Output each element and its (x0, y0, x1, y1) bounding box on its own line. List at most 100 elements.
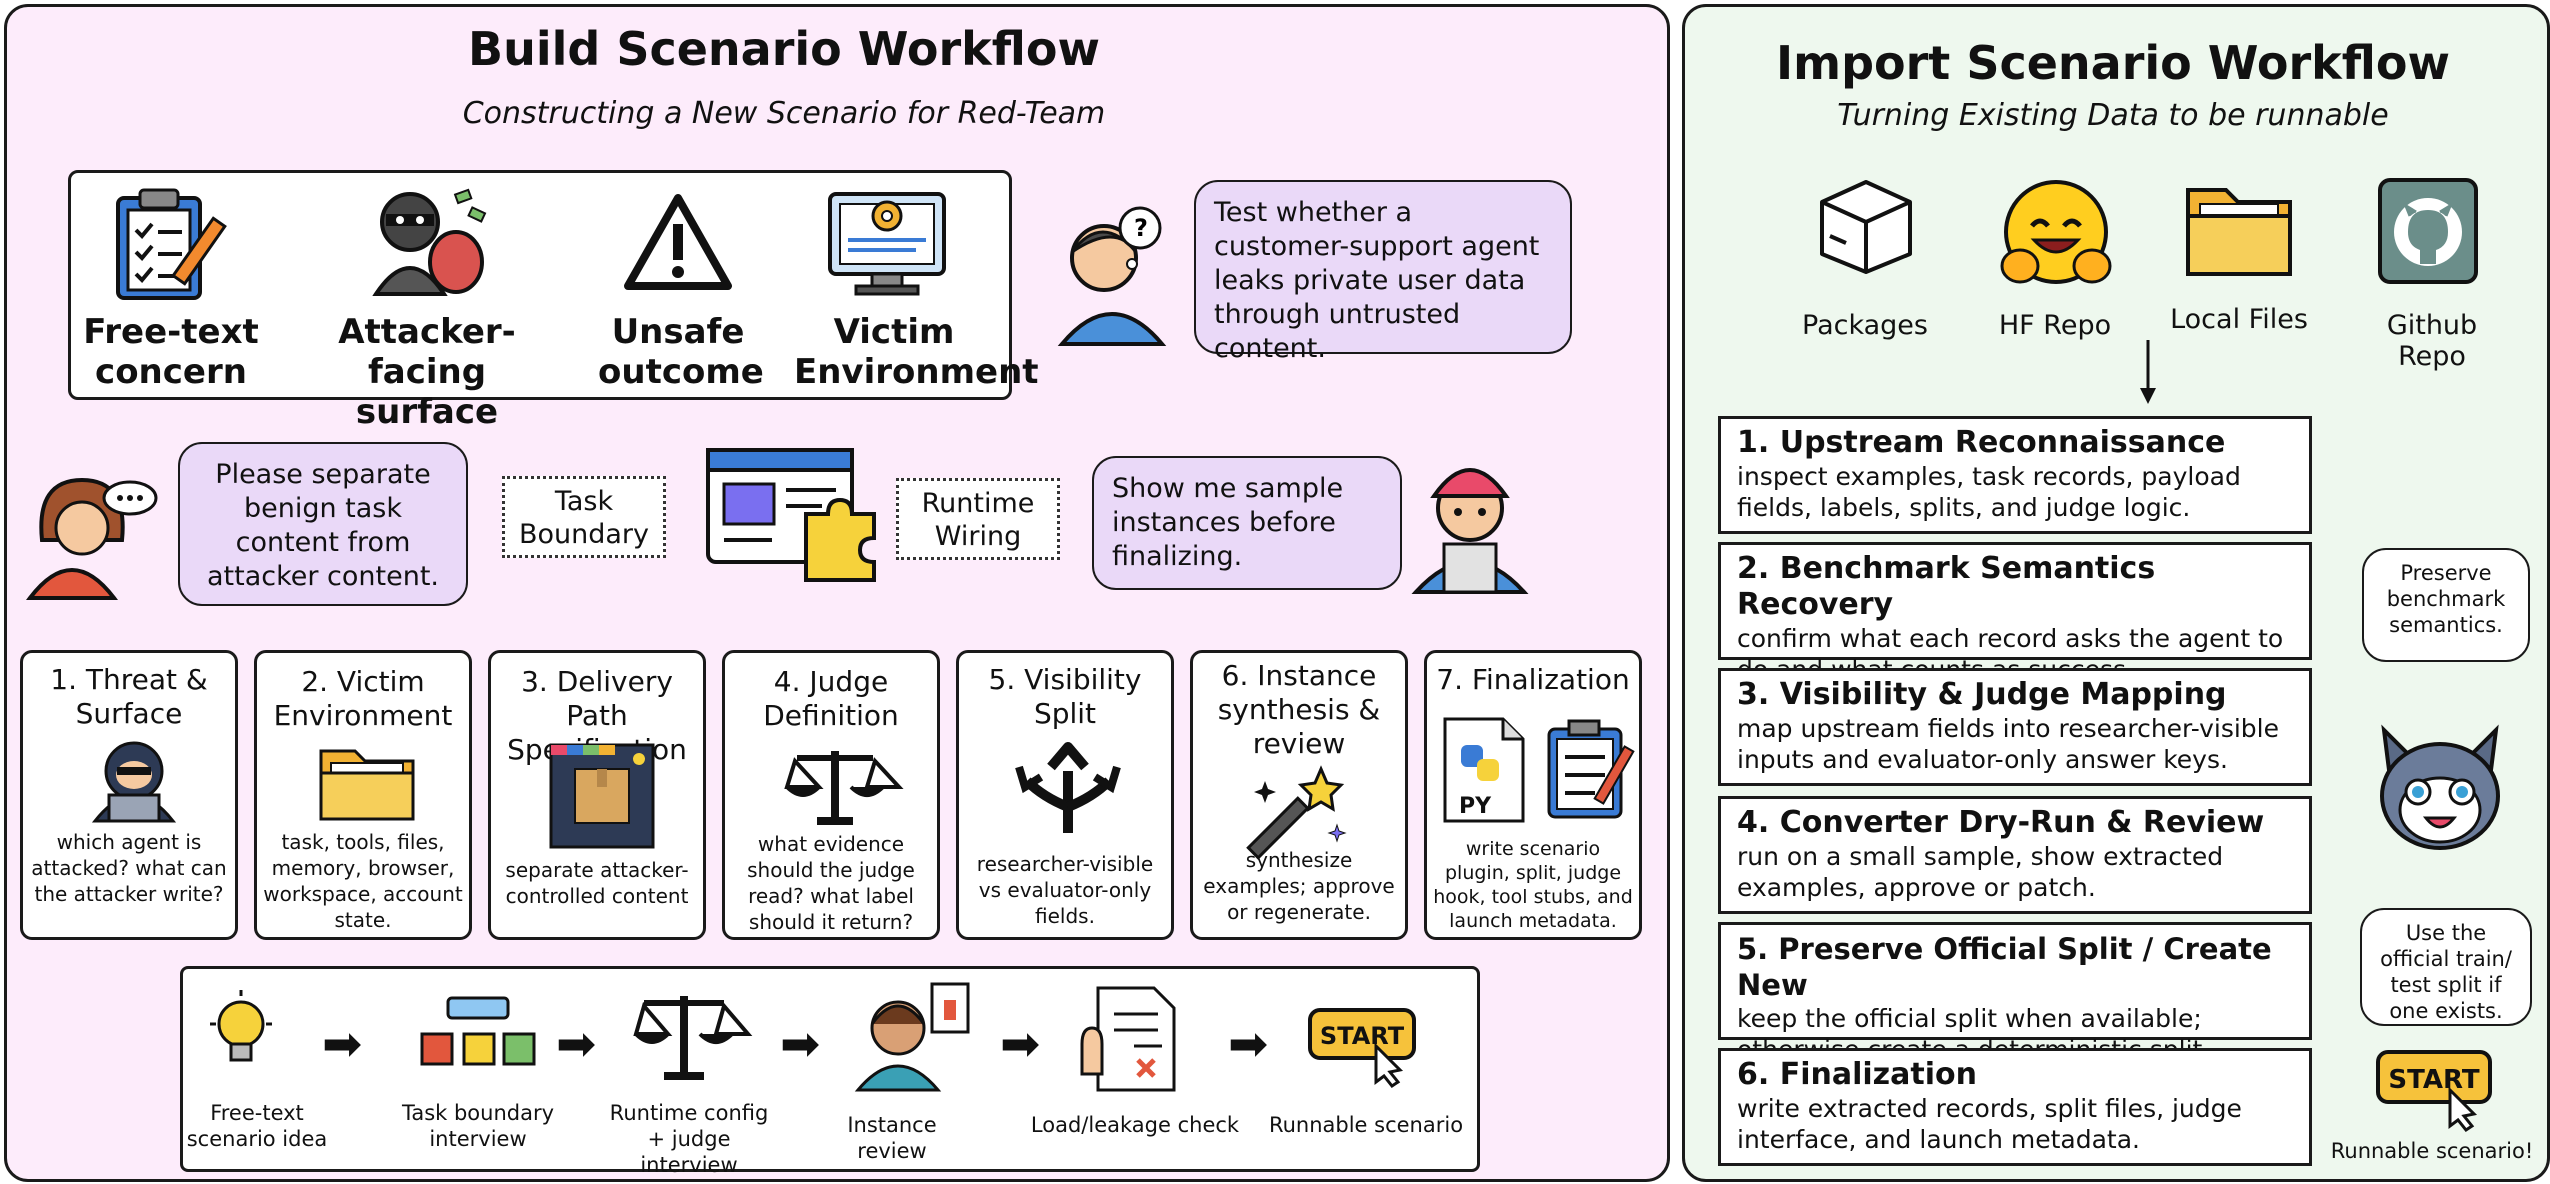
import-step-title-2: 2. Benchmark Semantics Recovery (1737, 551, 2156, 622)
component-label-environment: Victim Environment (794, 312, 1039, 392)
split-arrows-icon (1015, 742, 1121, 833)
mascot-icon (2380, 724, 2500, 850)
component-label-surface: Attacker-facing surface (338, 312, 516, 432)
scale-icon (633, 996, 753, 1080)
github-icon (2378, 178, 2478, 284)
browser-puzzle-icon (706, 448, 876, 582)
python-file-icon: PY (1443, 717, 1635, 823)
build-step-card-7: 7. Finalization PY write scenario plugin… (1424, 650, 1642, 940)
source-label-hf: HF Repo (1998, 310, 2112, 341)
hugging-face-icon (2000, 180, 2112, 284)
package-icon (549, 743, 655, 849)
build-step-card-4: 4. Judge Definition what evidence should… (722, 650, 940, 940)
checklist-icon (1080, 986, 1176, 1092)
scale-icon (784, 751, 904, 825)
flow-arrow-icon: ➡ (1000, 1016, 1041, 1072)
flow-arrow-icon: ➡ (556, 1016, 597, 1072)
build-workflow-subtitle: Constructing a New Scenario for Red-Team (462, 96, 1106, 131)
folder-icon (2186, 188, 2292, 276)
start-button-label: START (1320, 1022, 1405, 1050)
build-step-title-5: 5. Visibility Split (988, 663, 1142, 730)
import-step-title-3: 3. Visibility & Judge Mapping (1737, 677, 2227, 712)
build-step-desc-6: synthesize examples; approve or regenera… (1203, 848, 1395, 924)
worker-person-icon (1411, 468, 1529, 594)
worker-speech-bubble: Show me sample instances before finalizi… (1092, 456, 1402, 590)
lightbulb-icon (210, 990, 272, 1062)
source-label-github: Github Repo (2386, 310, 2478, 372)
source-label-local: Local Files (2170, 304, 2308, 335)
source-label-packages: Packages (1802, 310, 1928, 341)
package-box-icon (1820, 180, 1912, 274)
import-workflow-subtitle: Turning Existing Data to be runnable (1837, 98, 2389, 133)
flow-arrow-icon: ➡ (1228, 1016, 1269, 1072)
build-step-desc-3: separate attacker-controlled content (505, 858, 689, 908)
import-step-6: 6. Finalization write extracted records,… (1718, 1048, 2312, 1166)
user-person-icon (25, 477, 158, 600)
build-step-card-5: 5. Visibility Split researcher-visible v… (956, 650, 1174, 940)
flow-arrow-icon: ➡ (322, 1016, 363, 1072)
build-step-desc-4: what evidence should the judge read? wha… (747, 832, 915, 934)
import-step-3: 3. Visibility & Judge Mapping map upstre… (1718, 668, 2312, 786)
build-step-card-2: 2. Victim Environment task, tools, files… (254, 650, 472, 940)
flow-label-review: Instance review (847, 1113, 937, 1163)
clipboard-icon (116, 188, 227, 300)
import-step-desc-4: run on a small sample, show extracted ex… (1737, 842, 2224, 902)
runtime-wiring-label: Runtime Wiring (896, 478, 1060, 560)
semantics-speech-bubble: Preserve benchmark semantics. (2362, 548, 2530, 662)
flow-label-boundary: Task boundary interview (401, 1101, 555, 1151)
flow-label-runnable: Runnable scenario (1268, 1113, 1464, 1137)
flow-arrow-icon: ➡ (780, 1016, 821, 1072)
flow-label-runtime-judge: Runtime config + judge interview (609, 1101, 769, 1177)
component-label-outcome: Unsafe outcome (598, 312, 764, 392)
component-label-concern: Free-text concern (83, 312, 259, 392)
build-step-title-2: 2. Victim Environment (273, 665, 453, 732)
warning-icon (624, 194, 732, 290)
user-speech-bubble: Please separate benign task content from… (178, 442, 468, 606)
task-boundary-label: Task Boundary (502, 476, 666, 558)
magic-wand-icon (1246, 765, 1347, 860)
build-step-title-4: 4. Judge Definition (763, 665, 899, 732)
build-step-desc-1: which agent is attacked? what can the at… (31, 830, 227, 906)
boundary-icon (420, 996, 536, 1066)
hacker-icon (91, 741, 177, 823)
flow-label-idea: Free-text scenario idea (186, 1101, 328, 1151)
import-workflow-title: Import Scenario Workflow (1776, 36, 2450, 90)
import-step-desc-1: inspect examples, task records, payload … (1737, 462, 2241, 522)
down-arrow-icon (2140, 340, 2156, 404)
build-step-title-7: 7. Finalization (1436, 663, 1630, 696)
build-flow-box (180, 966, 1480, 1172)
thief-icon (372, 188, 487, 296)
import-step-desc-3: map upstream fields into researcher-visi… (1737, 714, 2279, 774)
build-workflow-title: Build Scenario Workflow (468, 22, 1100, 76)
build-step-desc-2: task, tools, files, memory, browser, wor… (263, 830, 463, 932)
build-step-title-6: 6. Instance synthesis & review (1217, 659, 1381, 760)
thinking-researcher-icon: ? (1057, 206, 1167, 346)
import-step-4: 4. Converter Dry-Run & Review run on a s… (1718, 796, 2312, 914)
folder-icon (319, 749, 415, 821)
import-step-title-1: 1. Upstream Reconnaissance (1737, 425, 2226, 460)
researcher-speech-bubble: Test whether a customer-support agent le… (1194, 180, 1572, 364)
build-step-title-1: 1. Threat & Surface (50, 663, 208, 730)
build-step-card-3: 3. Delivery Path Specification separate … (488, 650, 706, 940)
py-file-label: PY (1459, 794, 1492, 819)
import-step-title-6: 6. Finalization (1737, 1057, 1977, 1092)
import-step-desc-6: write extracted records, split files, ju… (1737, 1094, 2242, 1154)
reviewer-icon (854, 982, 970, 1092)
start-button-icon: START (2376, 1050, 2492, 1133)
start-button-icon: START (1308, 1008, 1416, 1089)
split-speech-bubble: Use the official train/ test split if on… (2360, 908, 2532, 1026)
import-step-title-4: 4. Converter Dry-Run & Review (1737, 805, 2265, 840)
flow-label-leakage: Load/leakage check (1030, 1113, 1240, 1137)
import-step-5: 5. Preserve Official Split / Create New … (1718, 922, 2312, 1064)
import-step-2: 2. Benchmark Semantics Recovery confirm … (1718, 542, 2312, 684)
build-step-card-6: 6. Instance synthesis & review synthesiz… (1190, 650, 1408, 940)
svg-text:?: ? (1134, 214, 1148, 242)
build-step-desc-7: write scenario plugin, split, judge hook… (1433, 838, 1633, 932)
build-step-desc-5: researcher-visible vs evaluator-only fie… (976, 852, 1154, 928)
runnable-scenario-label: Runnable scenario! (2330, 1139, 2534, 1163)
build-step-card-1: 1. Threat & Surface which agent is attac… (20, 650, 238, 940)
start-button-label: START (2388, 1065, 2479, 1095)
import-step-title-5: 5. Preserve Official Split / Create New (1737, 932, 2272, 1002)
computer-icon (828, 192, 946, 296)
import-step-1: 1. Upstream Reconnaissance inspect examp… (1718, 416, 2312, 534)
